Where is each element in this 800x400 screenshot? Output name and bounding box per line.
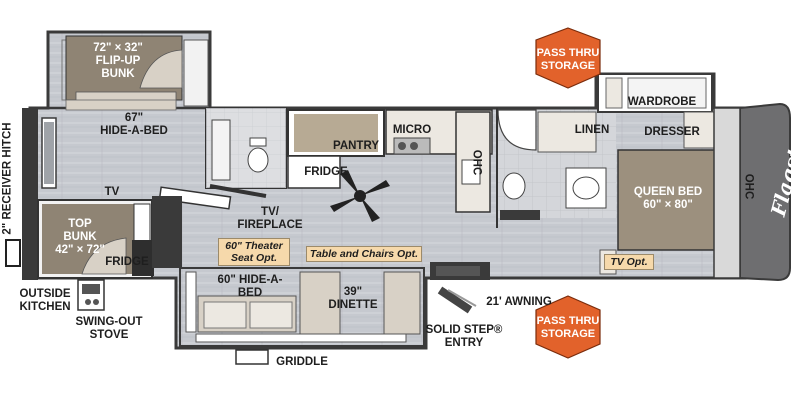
hide-a-bed-67-label: 67" HIDE-A-BED [100, 112, 168, 137]
fridge-main-unit [287, 155, 341, 189]
griddle-unit [235, 349, 269, 365]
hide-a-bed-67-sofa [65, 99, 177, 111]
ceiling-fan [330, 170, 390, 222]
living-slide [179, 267, 425, 347]
receiver-hitch [5, 239, 21, 267]
dresser-label: DRESSER [644, 126, 700, 138]
tv-fireplace-label: TV/ FIREPLACE [237, 206, 303, 231]
table-chairs-option-tag: Table and Chairs Opt. [306, 246, 422, 262]
swing-out-stove-label: SWING-OUT STOVE [75, 316, 143, 341]
pass-thru-bottom-tag: PASS THRU STORAGE [528, 298, 608, 356]
kitchen-counter [385, 109, 493, 213]
ohc-bedroom-label: OHC [742, 173, 755, 200]
pass-thru-storage-top [535, 27, 601, 89]
pass-thru-top-label: PASS THRU STORAGE [536, 47, 600, 72]
main-bath [496, 108, 607, 228]
dinette-label: 39" DINETTE [328, 286, 378, 311]
outside-kitchen-label: OUTSIDE KITCHEN [19, 288, 71, 313]
outside-kitchen-unit [77, 279, 105, 311]
pass-thru-bottom-label: PASS THRU STORAGE [536, 315, 600, 340]
wardrobe-label: WARDROBE [627, 96, 697, 108]
pass-thru-storage-bottom [535, 295, 601, 359]
fridge-bunk-label: FRIDGE [105, 256, 149, 268]
fridge-main-label: FRIDGE [304, 166, 348, 178]
nose-cap [739, 102, 791, 282]
top-bunk [37, 199, 154, 279]
receiver-hitch-label: 2" RECEIVER HITCH [1, 122, 14, 235]
solid-step-entry-label: SOLID STEP® ENTRY [425, 324, 503, 349]
awning-label: 21' AWNING [486, 296, 552, 308]
tv-fireplace-unit [158, 186, 232, 210]
pantry-label: PANTRY [333, 140, 379, 152]
theater-seat-option-tag: 60" Theater Seat Opt. [218, 238, 290, 266]
pass-thru-top-tag: PASS THRU STORAGE [528, 30, 608, 88]
flip-up-bunk-label: 72" × 32" FLIP-UP BUNK [93, 42, 143, 80]
tv-left-label: TV [104, 186, 120, 198]
hide-a-bed-60-label: 60" HIDE-A- BED [217, 274, 283, 299]
queen-bed-label: QUEEN BED 60" × 80" [633, 186, 703, 211]
griddle-label: GRIDDLE [276, 356, 328, 368]
tv-option-tag: TV Opt. [604, 254, 654, 270]
ohc-kitchen-label: OHC [470, 149, 483, 176]
bunk-closet [183, 39, 209, 107]
half-bath [205, 107, 287, 198]
top-bunk-label: TOP BUNK 42" × 72" [55, 218, 105, 256]
rear-wall-cap [22, 108, 38, 280]
linen-label: LINEN [574, 124, 610, 136]
micro-label: MICRO [392, 124, 432, 136]
entry-steps [430, 262, 490, 314]
